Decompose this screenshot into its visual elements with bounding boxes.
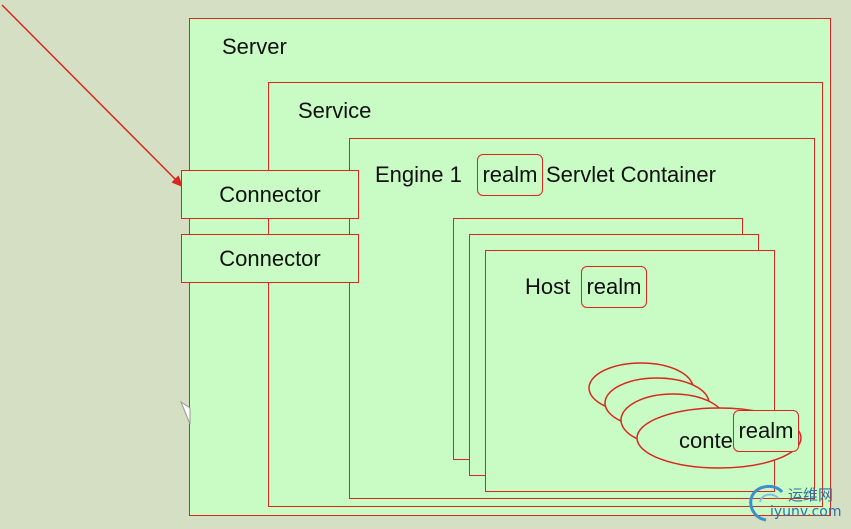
watermark-logo: 运维网 iyunv.com	[748, 482, 848, 524]
context-realm: realm	[733, 410, 799, 452]
connector-1: Connector	[181, 170, 359, 219]
watermark-chinese-text: 运维网	[788, 486, 834, 504]
cursor-fragment-icon	[179, 400, 191, 425]
request-arrow	[1, 4, 184, 188]
engine-realm: realm	[477, 154, 543, 196]
engine-label: Engine 1	[375, 162, 462, 187]
connector-2: Connector	[181, 234, 359, 283]
server-label: Server	[222, 34, 287, 59]
host-label: Host	[525, 274, 571, 299]
host-realm: realm	[581, 266, 647, 308]
servlet-container-label: Servlet Container	[546, 162, 716, 187]
context-label: conte	[679, 428, 733, 453]
service-label: Service	[298, 98, 372, 123]
watermark-domain-text: iyunv.com	[770, 504, 842, 520]
watermark-swirl-icon	[749, 485, 784, 522]
